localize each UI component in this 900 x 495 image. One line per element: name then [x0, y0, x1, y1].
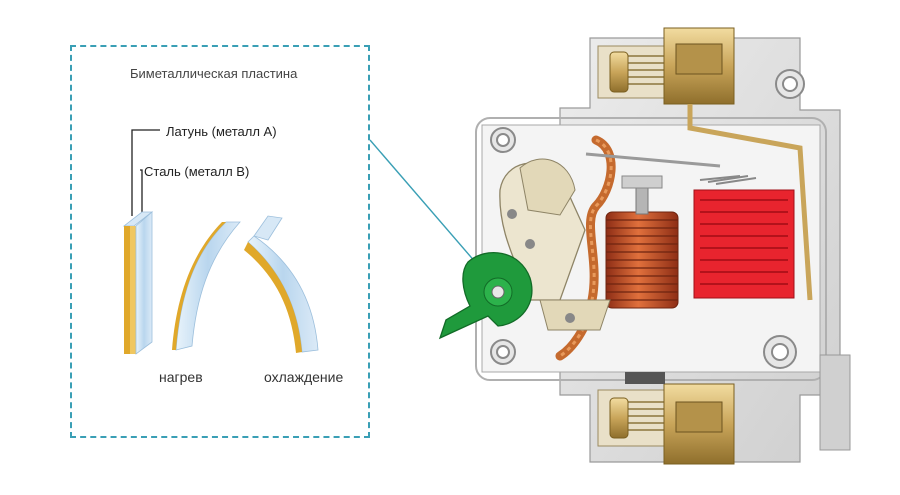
arc-chute	[693, 175, 795, 299]
label-cooling: охлаждение	[264, 369, 344, 385]
callout-title: Биметаллическая пластина	[130, 66, 298, 81]
bottom-terminal	[597, 372, 735, 465]
leader-lines	[131, 129, 160, 216]
bimetal-callout-frame	[70, 45, 370, 438]
toggle-lever	[438, 252, 533, 340]
circuit-breaker	[438, 27, 851, 465]
din-clip	[819, 354, 851, 451]
mounting-holes	[490, 69, 805, 369]
bimetal-strip-straight	[122, 211, 154, 355]
bimetal-strip-heated	[172, 221, 241, 351]
solenoid-coil	[605, 175, 679, 309]
copper-braid	[555, 135, 616, 361]
bimetal-strip-cooled	[244, 215, 319, 353]
top-terminal	[597, 27, 813, 301]
label-heating: нагрев	[159, 369, 203, 385]
label-metal-a: Латунь (металл А)	[166, 124, 277, 139]
label-metal-b: Сталь (металл В)	[144, 164, 250, 179]
